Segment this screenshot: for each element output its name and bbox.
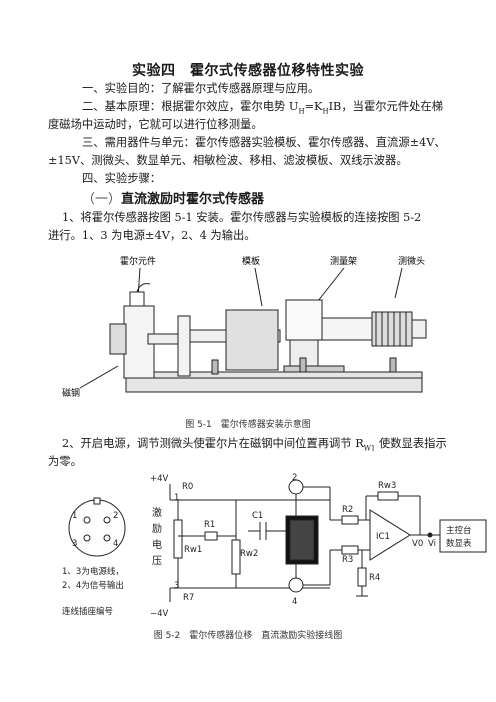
section-number: （一）: [82, 192, 122, 207]
c1-label: C1: [252, 511, 263, 521]
v0-label: V0: [412, 539, 423, 549]
step2-text: 2、开启电源，调节测微头使霍尔片在磁钢中间位置再调节 R: [62, 437, 364, 450]
r0-label: R0: [182, 482, 193, 492]
note-line-1: 1、3为电源线，: [62, 566, 124, 577]
node1-label: 1: [174, 493, 179, 503]
section-heading: （一）直流激励时霍尔式传感器: [82, 188, 264, 207]
node3-label: 3: [174, 581, 179, 591]
excite-char-4: 压: [152, 555, 162, 567]
pin2-label: 2: [113, 511, 118, 521]
step1-line: 1、将霍尔传感器按图 5-1 安装。霍尔传感器与实验模板的连接按图 5-2: [62, 211, 422, 224]
r7-label: R7: [183, 593, 194, 603]
r4-label: R4: [369, 573, 380, 583]
display-label-1: 主控台: [446, 525, 472, 536]
label-hall-element: 霍尔元件: [120, 255, 156, 267]
excite-char-1: 激: [152, 506, 162, 519]
equipment-line: 三、需用器件与单元：霍尔传感器实验模板、霍尔传感器、直流源±4V、: [82, 136, 446, 149]
page-title: 实验四 霍尔式传感器位移特性实验: [132, 63, 364, 79]
principle-mid: =K: [304, 100, 323, 113]
label-frame: 测量架: [330, 256, 357, 267]
step2-line: 2、开启电源，调节测微头使霍尔片在磁钢中间位置再调节 RW1 使数显表指示: [62, 435, 454, 457]
r1-label: R1: [204, 520, 215, 530]
label-magnet: 磁钢: [62, 387, 80, 399]
pin3-label: 3: [72, 539, 77, 549]
step2-line-2: 为零。: [48, 455, 82, 468]
section-title: 直流激励时霍尔式传感器: [121, 192, 265, 207]
v-pos-label: +4V: [150, 474, 169, 484]
ic1-label: IC1: [376, 532, 390, 542]
note-line-2: 2、4为信号输出: [62, 580, 124, 591]
sub-w1: W1: [363, 444, 376, 453]
vi-label: Vi: [428, 539, 436, 549]
node2-label: 2: [292, 473, 297, 483]
sub-h2: H: [322, 107, 329, 116]
label-micrometer: 测微头: [398, 255, 425, 267]
v-neg-label: −4V: [150, 609, 169, 619]
step2-end: 使数显表指示: [375, 437, 447, 450]
pin1-label: 1: [72, 511, 77, 521]
rw1-label: Rw1: [184, 545, 202, 555]
excite-char-2: 励: [152, 522, 162, 535]
pin4-label: 4: [113, 539, 118, 549]
principle-end: IB，当霍尔元件处在梯: [328, 100, 444, 113]
figure-5-1-caption: 图 5-1 霍尔传感器安装示意图: [185, 420, 311, 430]
figure-5-1: 霍尔元件 模板 测量架 测微头 磁钢: [62, 255, 427, 399]
objective-line: 一、实验目的：了解霍尔式传感器原理与应用。: [82, 82, 320, 95]
principle-text: 二、基本原理：根据霍尔效应，霍尔电势 U: [82, 100, 299, 113]
sub-h1: H: [298, 107, 305, 116]
label-board: 模板: [242, 255, 260, 267]
figure-5-2-caption: 图 5-2 霍尔传感器位移 直流激励实验接线图: [153, 631, 343, 641]
steps-heading: 四、实验步骤：: [82, 172, 162, 185]
principle-line: 二、基本原理：根据霍尔效应，霍尔电势 UH=KHIB，当霍尔元件处在梯: [82, 98, 452, 120]
excite-char-3: 电: [152, 538, 162, 551]
note-line-3: 连线插座编号: [62, 606, 113, 617]
r2-label: R2: [342, 505, 353, 515]
step1-line-2: 进行。1、3 为电源±4V，2、4 为输出。: [48, 229, 256, 242]
node4-label: 4: [292, 597, 297, 607]
principle-line-2: 度磁场中运动时，它就可以进行位移测量。: [48, 118, 263, 131]
rw3-label: Rw3: [378, 481, 396, 491]
r3-label: R3: [342, 555, 353, 565]
equipment-line-2: ±15V、测微头、数显单元、相敏检波、移相、滤波模板、双线示波器。: [48, 154, 408, 167]
display-label-2: 数显表: [446, 538, 472, 549]
figure-5-2: +4V R0 1 3 R7 −4V 2 4 R1 Rw1 C1 Rw2 R2 R…: [62, 473, 487, 619]
rw2-label: Rw2: [240, 549, 258, 559]
